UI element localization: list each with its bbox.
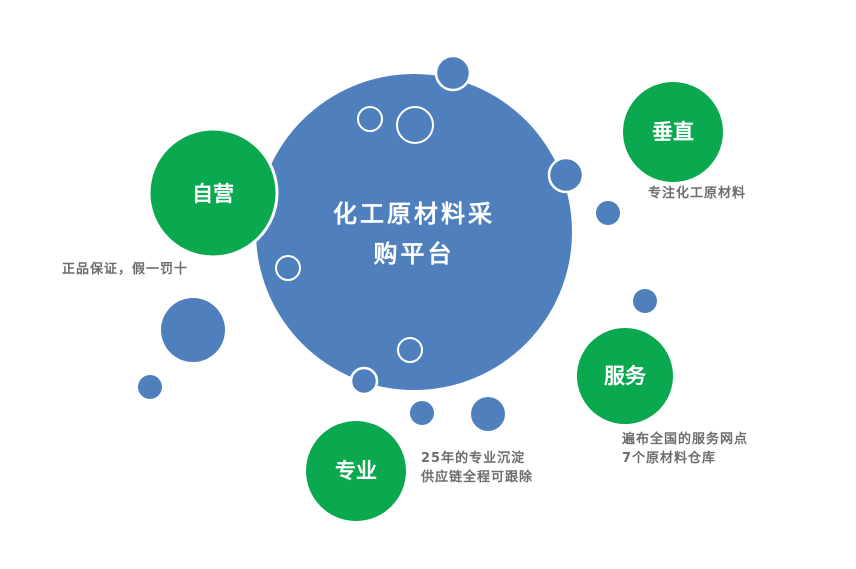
feature-circle-ziying [147, 127, 279, 259]
caption-zhuanye-line1: 25年的专业沉淀 [421, 450, 525, 466]
feature-circle-fuwu [577, 328, 673, 424]
bubble-top-edge [434, 54, 472, 92]
caption-chuizhi: 专注化工原材料 [648, 185, 746, 201]
feature-label-fuwu: 服务 [604, 364, 647, 388]
center-title-line2: 购平台 [374, 240, 455, 268]
caption-fuwu-line1: 遍布全国的服务网点 [621, 431, 748, 447]
feature-circle-zhuanye [306, 421, 406, 521]
bubble [138, 375, 162, 399]
feature-label-zhuanye: 专业 [335, 459, 377, 483]
ring-top-small [357, 106, 383, 132]
bubble [596, 201, 620, 225]
ring-left [275, 255, 301, 281]
feature-label-ziying: 自营 [192, 182, 234, 206]
caption-zhuanye-line2: 供应链全程可跟除 [420, 469, 533, 485]
ring-top-large [396, 106, 434, 144]
feature-label-chuizhi: 垂直 [652, 120, 694, 144]
center-title-line1: 化工原材料采 [333, 200, 495, 228]
caption-ziying: 正品保证，假一罚十 [62, 261, 188, 277]
center-circle [256, 74, 572, 390]
bubble-bottom-edge [349, 366, 379, 396]
bubble [410, 401, 434, 425]
ring-bottom [397, 337, 423, 363]
bubble [633, 289, 657, 313]
caption-fuwu-line2: 7个原材料仓库 [622, 450, 716, 466]
bubble [161, 298, 225, 362]
feature-circle-chuizhi [623, 82, 723, 182]
bubble-right-edge [547, 156, 585, 194]
bubble [471, 397, 505, 431]
